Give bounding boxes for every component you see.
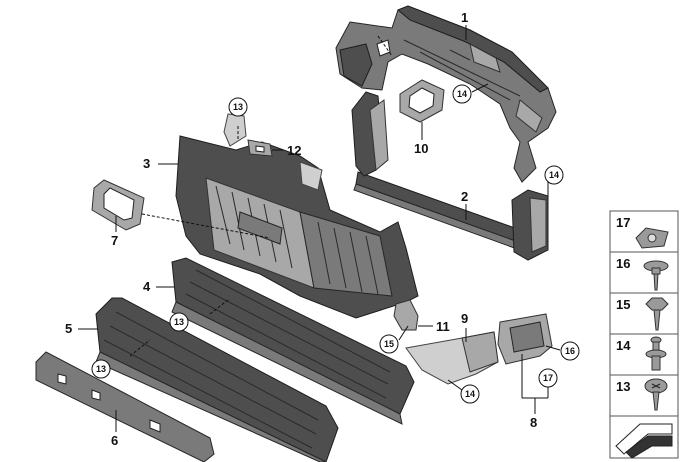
svg-text:14: 14: [457, 89, 467, 99]
circled-callout-14: 14: [460, 384, 480, 404]
part-1-upper-carrier: [335, 5, 557, 183]
part-11-bracket: [393, 299, 419, 331]
torx-screw-icon: [644, 378, 668, 411]
svg-text:16: 16: [565, 346, 575, 356]
callout-8: 8: [530, 415, 537, 430]
circled-callout-13: 13: [169, 312, 189, 332]
legend-label-17: 17: [616, 215, 630, 230]
circled-callouts: 13 13 13 14 14 14 15 16: [91, 84, 580, 404]
part-12-bracket: [247, 139, 273, 157]
circled-callout-13: 13: [91, 359, 111, 379]
part-4-absorber: [171, 257, 415, 425]
legend-cell-15: [609, 292, 679, 335]
callout-labels: 1 2 3 4 5 6 7 8 9 10 11 12: [65, 10, 537, 448]
callout-12: 12: [287, 143, 301, 158]
expanding-rivet-icon: [645, 336, 667, 371]
callout-10: 10: [414, 141, 428, 156]
legend-cell-14: [609, 333, 679, 376]
arrow-icon: [615, 423, 673, 459]
legend-label-13: 13: [616, 379, 630, 394]
hardware-legend: 17 16 15 14 13: [609, 210, 679, 459]
legend-label-16: 16: [616, 256, 630, 271]
part-9-air-duct: [405, 331, 499, 385]
leader-lines: [78, 25, 561, 432]
callout-6: 6: [111, 433, 118, 448]
svg-text:14: 14: [465, 389, 475, 399]
legend-label-14: 14: [616, 338, 631, 353]
flange-screw-icon: [643, 260, 669, 291]
callout-2: 2: [461, 189, 468, 204]
callout-1: 1: [461, 10, 468, 25]
hex-screw-icon: [645, 297, 669, 331]
svg-text:13: 13: [233, 102, 243, 112]
svg-text:14: 14: [549, 170, 559, 180]
callout-3: 3: [143, 156, 150, 171]
part-5-impact-absorber: [95, 297, 339, 462]
circled-callout-14: 14: [452, 84, 472, 104]
part-2-lower-frame: [351, 91, 549, 261]
circled-callout-15: 15: [379, 334, 399, 354]
part-8-side-duct: [497, 313, 553, 365]
callout-5: 5: [65, 321, 72, 336]
svg-text:13: 13: [96, 364, 106, 374]
part-3-front-end-carrier: [175, 113, 419, 319]
legend-label-15: 15: [616, 297, 630, 312]
clip-nut-icon: [635, 227, 669, 249]
legend-cell-13: [609, 374, 679, 417]
circled-callout-14: 14: [544, 165, 564, 185]
part-7-frame: [91, 179, 145, 231]
part-10-seal-frame: [399, 79, 445, 123]
callout-7: 7: [111, 233, 118, 248]
circled-callout-13: 13: [228, 97, 248, 117]
callout-4: 4: [143, 279, 151, 294]
svg-text:15: 15: [384, 339, 394, 349]
svg-text:13: 13: [174, 317, 184, 327]
callout-9: 9: [461, 311, 468, 326]
callout-11: 11: [436, 319, 450, 334]
svg-text:17: 17: [543, 373, 553, 383]
part-6-reinforcement: [35, 351, 215, 462]
circled-callout-16: 16: [560, 341, 580, 361]
circled-callout-17: 17: [538, 368, 558, 388]
